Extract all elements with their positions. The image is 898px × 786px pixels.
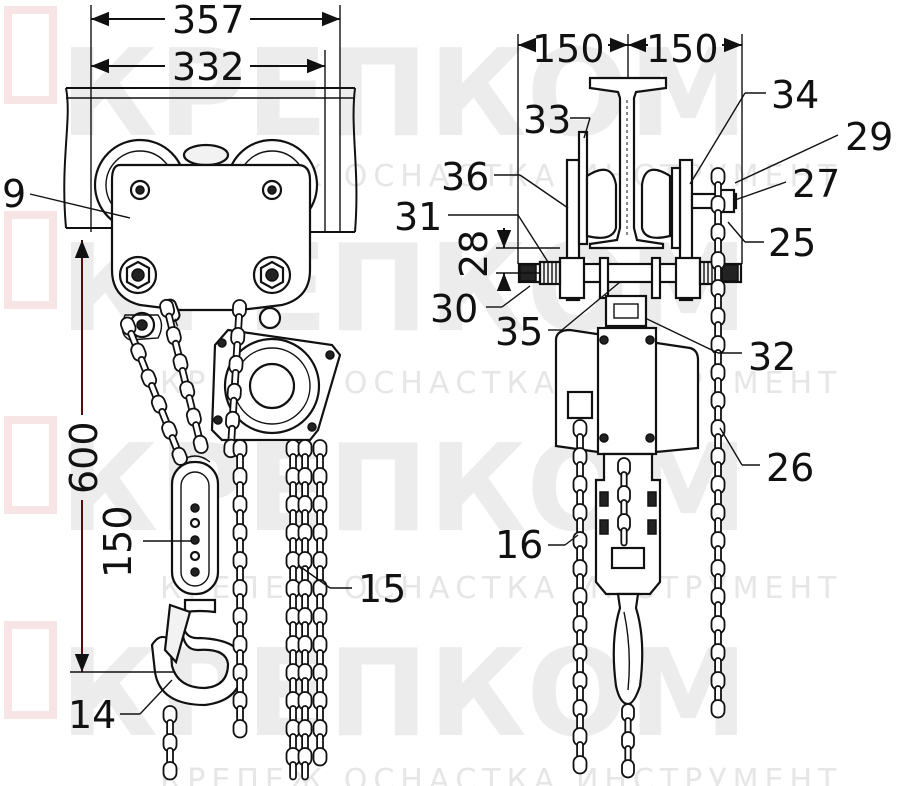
dim-150-right: 150 — [646, 27, 719, 71]
callout-31: 31 — [394, 195, 442, 239]
trolley-hand-chain-front — [710, 167, 726, 719]
axle-nut-right — [252, 255, 292, 295]
callout-34: 34 — [771, 73, 819, 117]
callout-25: 25 — [768, 221, 816, 265]
chains-front-view — [572, 167, 726, 779]
i-beam-side — [63, 87, 358, 233]
chain-link — [289, 761, 297, 781]
load-chain-left-a — [119, 316, 188, 466]
front-view — [517, 76, 743, 779]
front-wheel-right — [640, 168, 672, 239]
dimensions: 357 332 600 150 150 150 28 — [62, 0, 743, 673]
dim-28: 28 — [452, 230, 496, 278]
chain-link — [192, 434, 209, 454]
callout-9: 9 — [2, 172, 26, 216]
hand-chain-left-4 — [312, 439, 328, 767]
chain-link — [171, 446, 188, 466]
chains-side-view — [119, 298, 328, 781]
dim-600: 600 — [62, 421, 106, 494]
watermark-logo-icon — [4, 6, 57, 719]
load-chain-inner — [617, 457, 631, 547]
chain-link — [301, 761, 309, 781]
callout-32: 32 — [748, 335, 796, 379]
load-chain-left-b — [159, 298, 209, 454]
chain-link — [572, 755, 588, 775]
callout-29: 29 — [845, 115, 893, 159]
hand-chain-left-1 — [232, 439, 248, 739]
load-chain-left-tail — [162, 705, 178, 781]
chain-link — [710, 699, 726, 719]
callout-26: 26 — [766, 446, 814, 490]
callout-16: 16 — [495, 523, 543, 567]
dim-357: 357 — [172, 0, 245, 42]
dim-150-left: 150 — [532, 27, 605, 71]
load-chain-front — [572, 419, 588, 775]
axle-nut-left — [118, 255, 158, 295]
i-beam-section — [588, 76, 668, 250]
dim-150-hook: 150 — [96, 505, 140, 578]
hand-chain-left-2 — [285, 439, 301, 781]
suspension-link — [604, 294, 648, 328]
front-wheel-left — [585, 168, 618, 239]
chain-link — [312, 747, 328, 767]
callout-15: 15 — [358, 567, 406, 611]
spacer-spring-left — [538, 260, 562, 286]
watermark-tagline-3: КРЕПЕЖ ОСНАСТКА ИНСТРУМЕНТ — [160, 571, 842, 606]
callout-36: 36 — [441, 155, 489, 199]
chain-link — [621, 759, 635, 779]
side-view — [63, 87, 358, 781]
callout-30: 30 — [430, 287, 478, 331]
callouts: 9 14 15 16 25 26 27 29 30 31 — [2, 73, 893, 737]
chain-link — [620, 527, 628, 547]
lower-hook-block — [170, 455, 220, 596]
callout-33: 33 — [523, 98, 571, 142]
chain-link — [162, 761, 178, 781]
callout-35: 35 — [495, 310, 543, 354]
chain-link — [232, 719, 248, 739]
callout-14: 14 — [68, 693, 116, 737]
hook-chain-tail — [621, 703, 635, 779]
watermark-tagline-4: КРЕПЕЖ ОСНАСТКА ИНСТРУМЕНТ — [160, 763, 842, 786]
dim-332: 332 — [172, 45, 245, 89]
hand-chain-left-3 — [297, 439, 313, 781]
load-chain-left-c — [223, 299, 248, 459]
callout-27: 27 — [792, 162, 840, 206]
